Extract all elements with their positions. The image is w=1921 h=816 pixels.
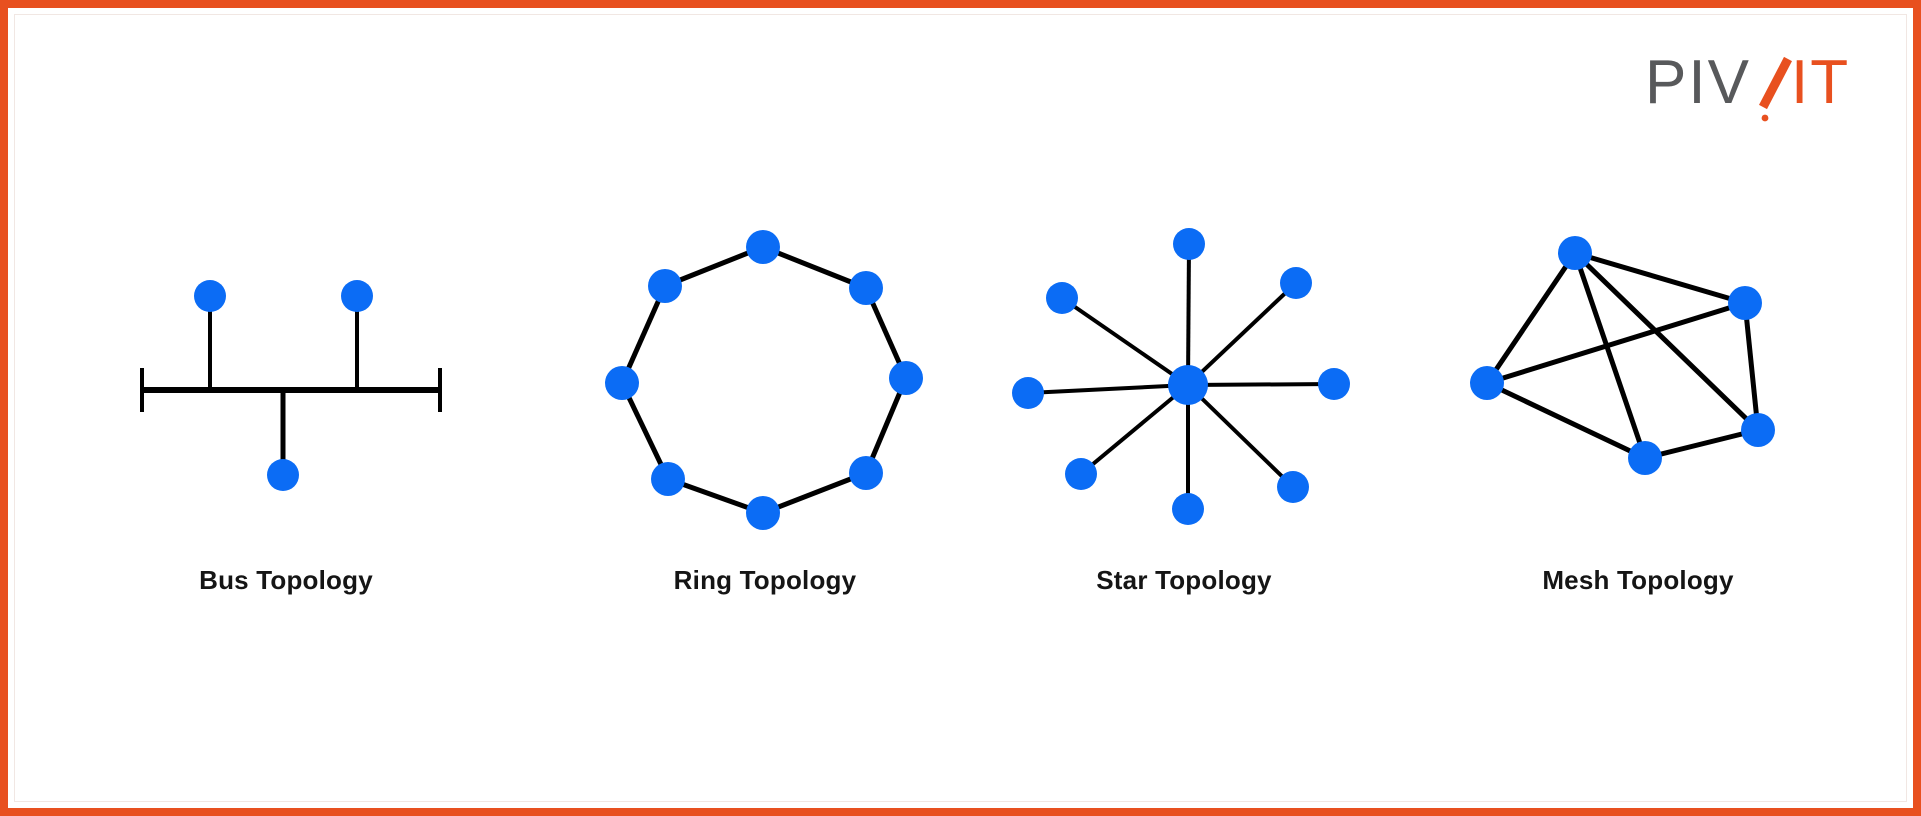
star-node-e[interactable]: [1318, 368, 1350, 400]
star-node-sw[interactable]: [1065, 458, 1097, 490]
logo-text-dark: PIV: [1645, 48, 1751, 117]
ring-topology-edge: [664, 244, 764, 289]
ring-node-sw[interactable]: [651, 462, 685, 496]
star-node-se[interactable]: [1277, 471, 1309, 503]
ring-node-s[interactable]: [746, 496, 780, 530]
ring-topology-edge: [762, 470, 867, 516]
label-star-topology: Star Topology: [1096, 565, 1272, 595]
mesh-topology-edge: [1486, 300, 1746, 386]
ring-node-se[interactable]: [849, 456, 883, 490]
label-ring-topology: Ring Topology: [673, 565, 857, 595]
mesh-topology-edge: [1644, 427, 1759, 461]
star-topology-edge: [1186, 383, 1295, 489]
ring-topology-edge: [619, 284, 668, 385]
logo-dot-icon: [1761, 114, 1769, 122]
star-node-n[interactable]: [1173, 228, 1205, 260]
star-node-s[interactable]: [1172, 493, 1204, 525]
ring-node-ne[interactable]: [849, 271, 883, 305]
ring-node-nw[interactable]: [648, 269, 682, 303]
mesh-node-bottom[interactable]: [1628, 441, 1662, 475]
label-mesh-topology: Mesh Topology: [1542, 565, 1734, 595]
nodes-layer: [194, 228, 1775, 530]
ring-node-e[interactable]: [889, 361, 923, 395]
label-bus-topology: Bus Topology: [199, 565, 373, 595]
mesh-topology-edge: [1573, 251, 1760, 432]
bus-node-bottom[interactable]: [267, 459, 299, 491]
ring-node-n[interactable]: [746, 230, 780, 264]
bus-node-right[interactable]: [341, 280, 373, 312]
star-topology-edge: [1186, 243, 1191, 386]
ring-node-w[interactable]: [605, 366, 639, 400]
star-topology-edge: [1186, 281, 1298, 387]
ring-topology-edge: [863, 377, 909, 474]
mesh-node-right-upper[interactable]: [1728, 286, 1762, 320]
star-topology-edge: [1079, 383, 1190, 476]
star-node-w[interactable]: [1012, 377, 1044, 409]
mesh-topology-edge: [1484, 251, 1578, 385]
ring-topology-edge: [762, 244, 867, 291]
mesh-node-right-lower[interactable]: [1741, 413, 1775, 447]
star-node-nw[interactable]: [1046, 282, 1078, 314]
mesh-node-top[interactable]: [1558, 236, 1592, 270]
star-topology-edge: [1187, 382, 1335, 387]
mesh-topology-edge: [1572, 252, 1648, 459]
star-hub[interactable]: [1168, 365, 1208, 405]
mesh-topology-edge: [1485, 380, 1647, 461]
mesh-topology-edge: [1574, 250, 1746, 306]
logo-slash-icon: [1759, 56, 1792, 110]
mesh-topology-edge: [1742, 302, 1761, 431]
star-node-ne[interactable]: [1280, 267, 1312, 299]
star-topology-edge: [1027, 383, 1189, 395]
ring-topology-edge: [619, 381, 671, 481]
logo-text-accent: IT: [1791, 48, 1850, 117]
star-topology-edge: [1060, 296, 1190, 387]
pivit-logo: PIV IT: [1645, 48, 1850, 122]
edges-layer: [140, 243, 1761, 516]
bus-node-left[interactable]: [194, 280, 226, 312]
mesh-node-left[interactable]: [1470, 366, 1504, 400]
